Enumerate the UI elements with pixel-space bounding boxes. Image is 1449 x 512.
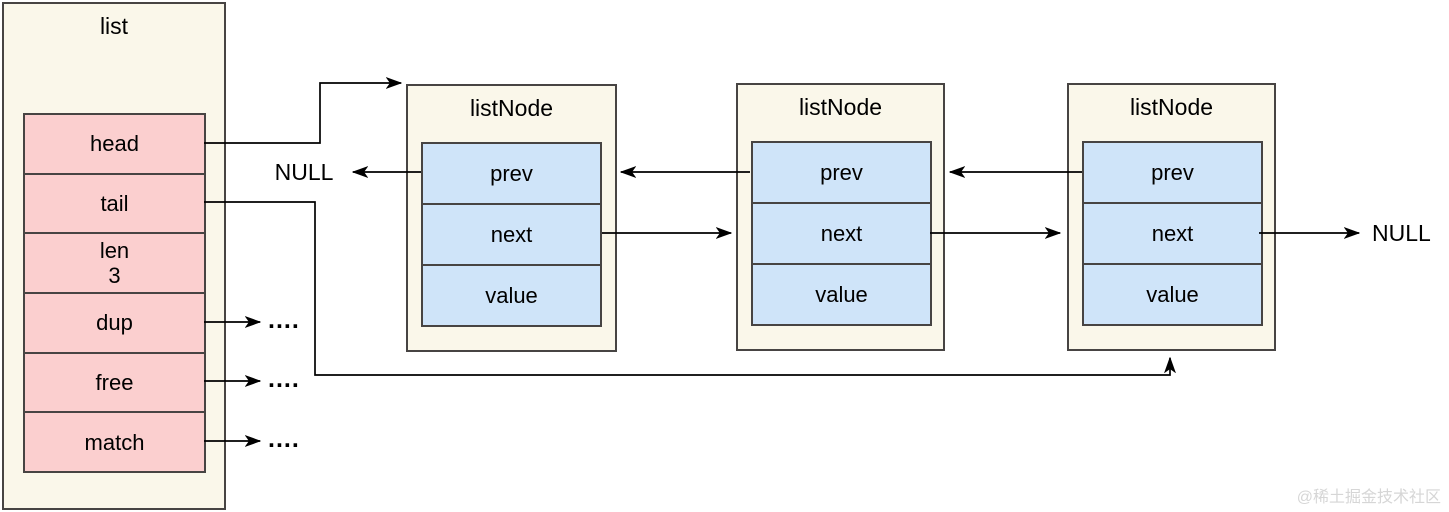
list-fields: head tail len 3 dup free match: [23, 113, 206, 474]
listnode2-fields: prev next value: [751, 141, 932, 326]
listnode-box-1: listNode prev next value: [406, 84, 617, 352]
list-field-len-value: 3: [108, 263, 121, 289]
listnode3-field-value: value: [1082, 263, 1263, 326]
listnode2-field-prev: prev: [751, 141, 932, 204]
list-field-dup-label: dup: [96, 310, 133, 336]
null-label-right: NULL: [1372, 220, 1431, 246]
listnode1-field-next: next: [421, 203, 602, 266]
listnode-box-3: listNode prev next value: [1067, 83, 1276, 351]
listnode2-value-label: value: [815, 281, 868, 307]
list-struct-box: list head tail len 3 dup free match: [2, 2, 226, 510]
listnode-box-2: listNode prev next value: [736, 83, 945, 351]
listnode1-fields: prev next value: [421, 142, 602, 327]
listnode2-prev-label: prev: [820, 159, 863, 185]
free-target-dots: ....: [268, 365, 300, 393]
list-field-free: free: [23, 351, 206, 414]
listnode2-title: listNode: [798, 94, 883, 120]
listnode1-prev-label: prev: [490, 160, 533, 186]
dup-target-dots: ....: [268, 306, 300, 334]
head-pointer-arrow: [204, 83, 401, 144]
list-field-len-label: len: [99, 237, 130, 263]
listnode3-prev-label: prev: [1151, 159, 1194, 185]
list-field-tail-label: tail: [100, 190, 129, 216]
listnode1-next-label: next: [490, 221, 533, 247]
listnode3-field-next: next: [1082, 202, 1263, 265]
listnode3-title: listNode: [1129, 94, 1214, 120]
list-field-match-label: match: [84, 429, 145, 455]
list-field-dup: dup: [23, 292, 206, 354]
listnode3-fields: prev next value: [1082, 141, 1263, 326]
null-label-left: NULL: [274, 159, 334, 185]
listnode3-value-label: value: [1146, 281, 1199, 307]
list-field-len: len 3: [23, 232, 206, 295]
list-field-free-label: free: [95, 369, 134, 395]
list-title: list: [99, 13, 129, 39]
listnode1-value-label: value: [485, 282, 538, 308]
listnode1-field-prev: prev: [421, 142, 602, 205]
listnode3-field-prev: prev: [1082, 141, 1263, 204]
listnode2-field-next: next: [751, 202, 932, 265]
list-field-head: head: [23, 113, 206, 175]
tail-pointer-arrow: [204, 201, 1170, 376]
listnode2-next-label: next: [820, 220, 863, 246]
listnode3-next-label: next: [1151, 220, 1194, 246]
watermark: @稀土掘金技术社区: [1296, 489, 1441, 506]
list-field-head-label: head: [90, 131, 139, 157]
list-field-tail: tail: [23, 172, 206, 235]
list-field-match: match: [23, 411, 206, 474]
listnode1-field-value: value: [421, 264, 602, 327]
match-target-dots: ....: [268, 425, 300, 453]
listnode2-field-value: value: [751, 263, 932, 326]
listnode1-title: listNode: [469, 95, 554, 121]
